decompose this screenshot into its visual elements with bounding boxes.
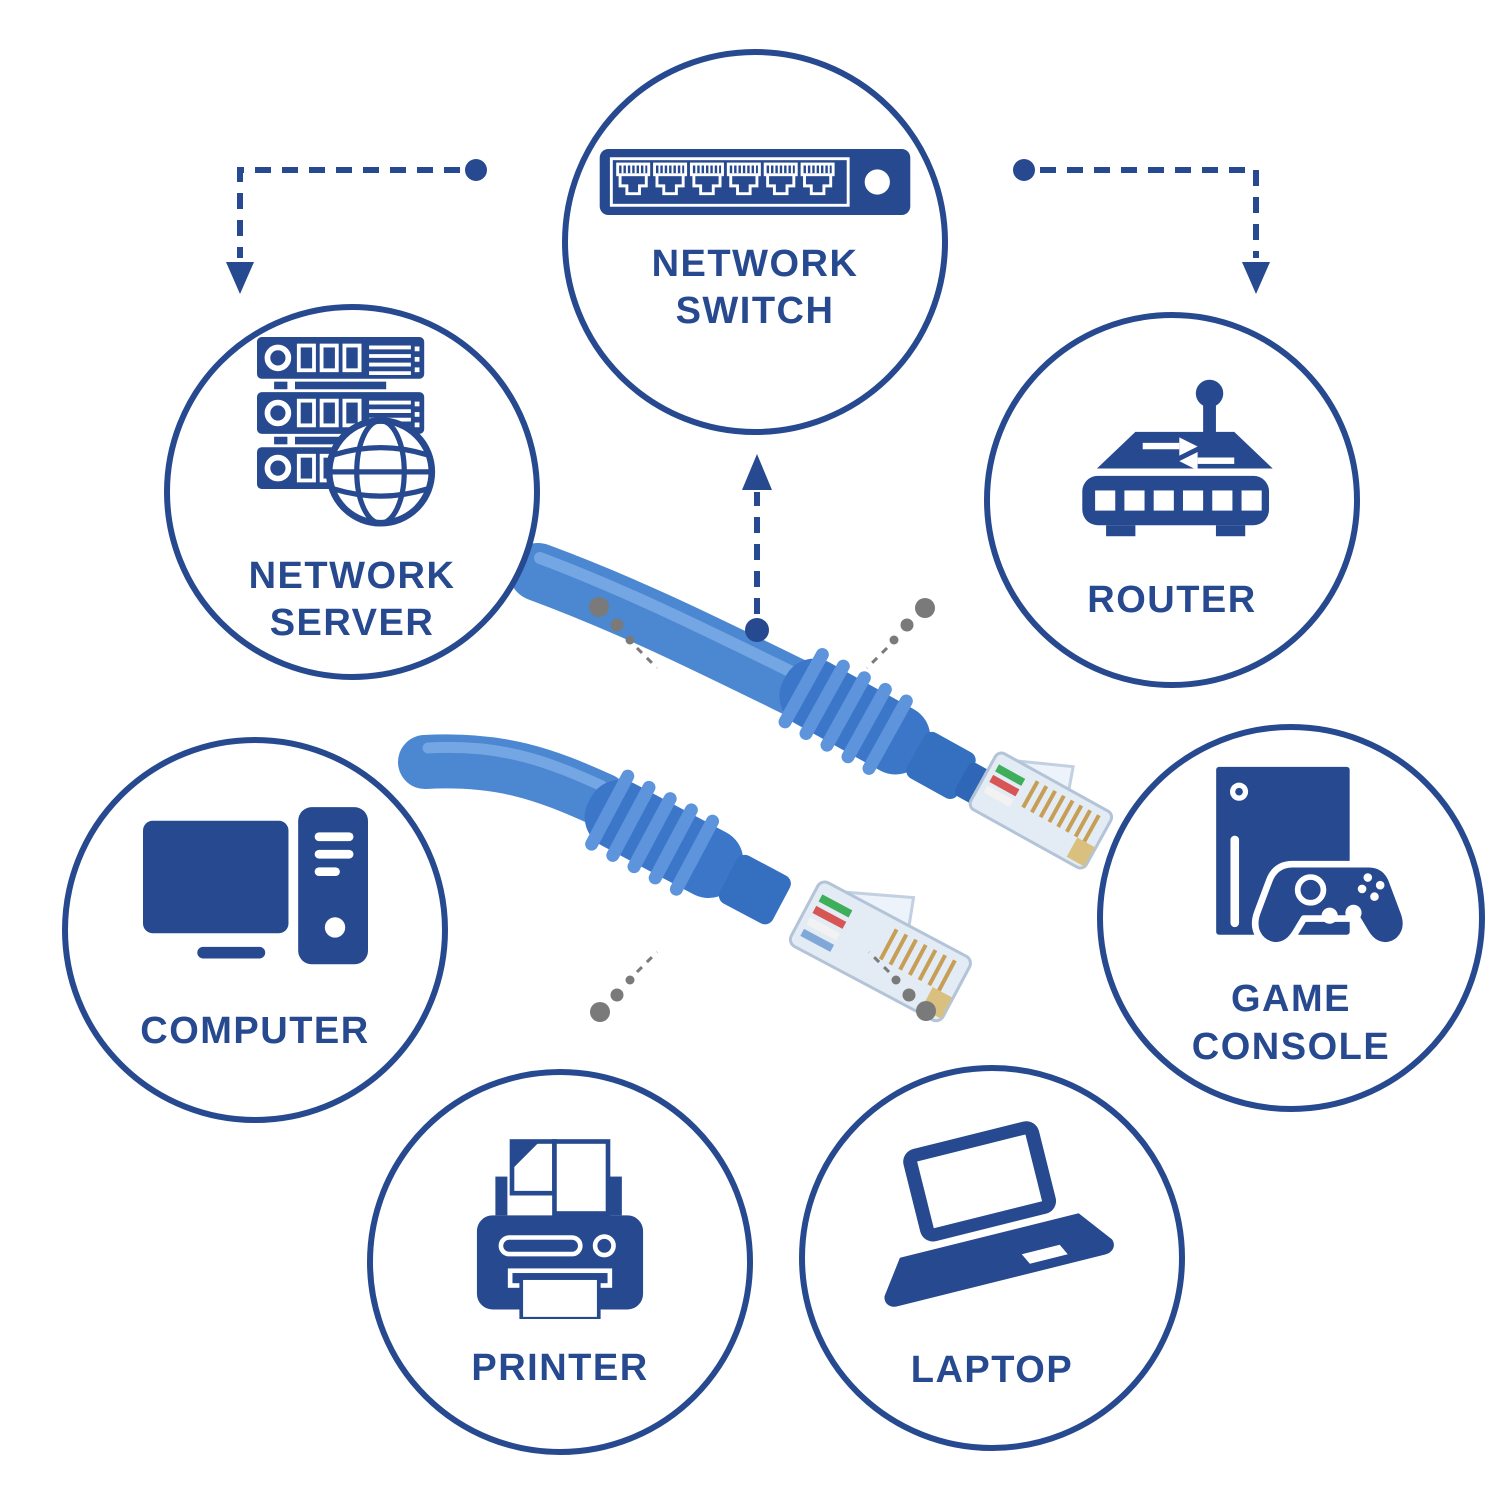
node-label-router: ROUTER [1087, 577, 1256, 625]
node-label-network-server: NETWORK SERVER [249, 553, 456, 648]
dotted-link-lower-left [590, 950, 659, 1022]
node-label-laptop: LAPTOP [911, 1347, 1073, 1395]
computer-icon [142, 806, 368, 965]
node-printer: PRINTER [367, 1069, 753, 1455]
router-icon [1082, 379, 1273, 537]
printer-icon [476, 1138, 644, 1319]
label-line: SERVER [269, 602, 435, 644]
ethernet-cable-image [398, 543, 1114, 1023]
arrow-to-router [1013, 159, 1270, 294]
node-game-console: GAME CONSOLE [1097, 724, 1485, 1112]
game-console-icon [1215, 766, 1409, 949]
dotted-link-upper-left [589, 597, 659, 670]
node-label-game-console: GAME CONSOLE [1192, 976, 1390, 1071]
dotted-link-upper-right [865, 598, 935, 670]
arrow-to-network-server [226, 159, 487, 294]
node-label-computer: COMPUTER [140, 1008, 369, 1056]
label-line: CONSOLE [1191, 1025, 1391, 1068]
rj45-connector-lower [788, 880, 972, 1023]
node-router: ROUTER [984, 312, 1360, 688]
label-line: LAPTOP [910, 1349, 1074, 1392]
node-label-network-switch: NETWORK SWITCH [652, 241, 859, 336]
node-network-server: NETWORK SERVER [164, 304, 540, 680]
node-network-switch: NETWORK SWITCH [562, 49, 948, 435]
cable-boot-lower [584, 769, 791, 925]
label-line: GAME [1231, 978, 1351, 1020]
network-server-icon [257, 337, 436, 527]
node-computer: COMPUTER [62, 737, 448, 1123]
laptop-icon [884, 1121, 1114, 1307]
network-switch-icon [599, 148, 911, 215]
blue-dashed-arrows [226, 159, 1270, 642]
label-line: SWITCH [675, 290, 835, 332]
dotted-link-lower-right [867, 950, 936, 1021]
label-line: NETWORK [248, 554, 456, 597]
label-line: COMPUTER [140, 1009, 370, 1052]
node-label-printer: PRINTER [471, 1345, 648, 1393]
gray-dotted-links [589, 597, 936, 1022]
label-line: ROUTER [1087, 579, 1257, 622]
arrow-to-network-switch [742, 454, 772, 642]
rj45-connector-upper [968, 751, 1114, 870]
label-line: PRINTER [471, 1346, 649, 1389]
label-line: NETWORK [651, 242, 859, 285]
node-laptop: LAPTOP [799, 1065, 1185, 1451]
